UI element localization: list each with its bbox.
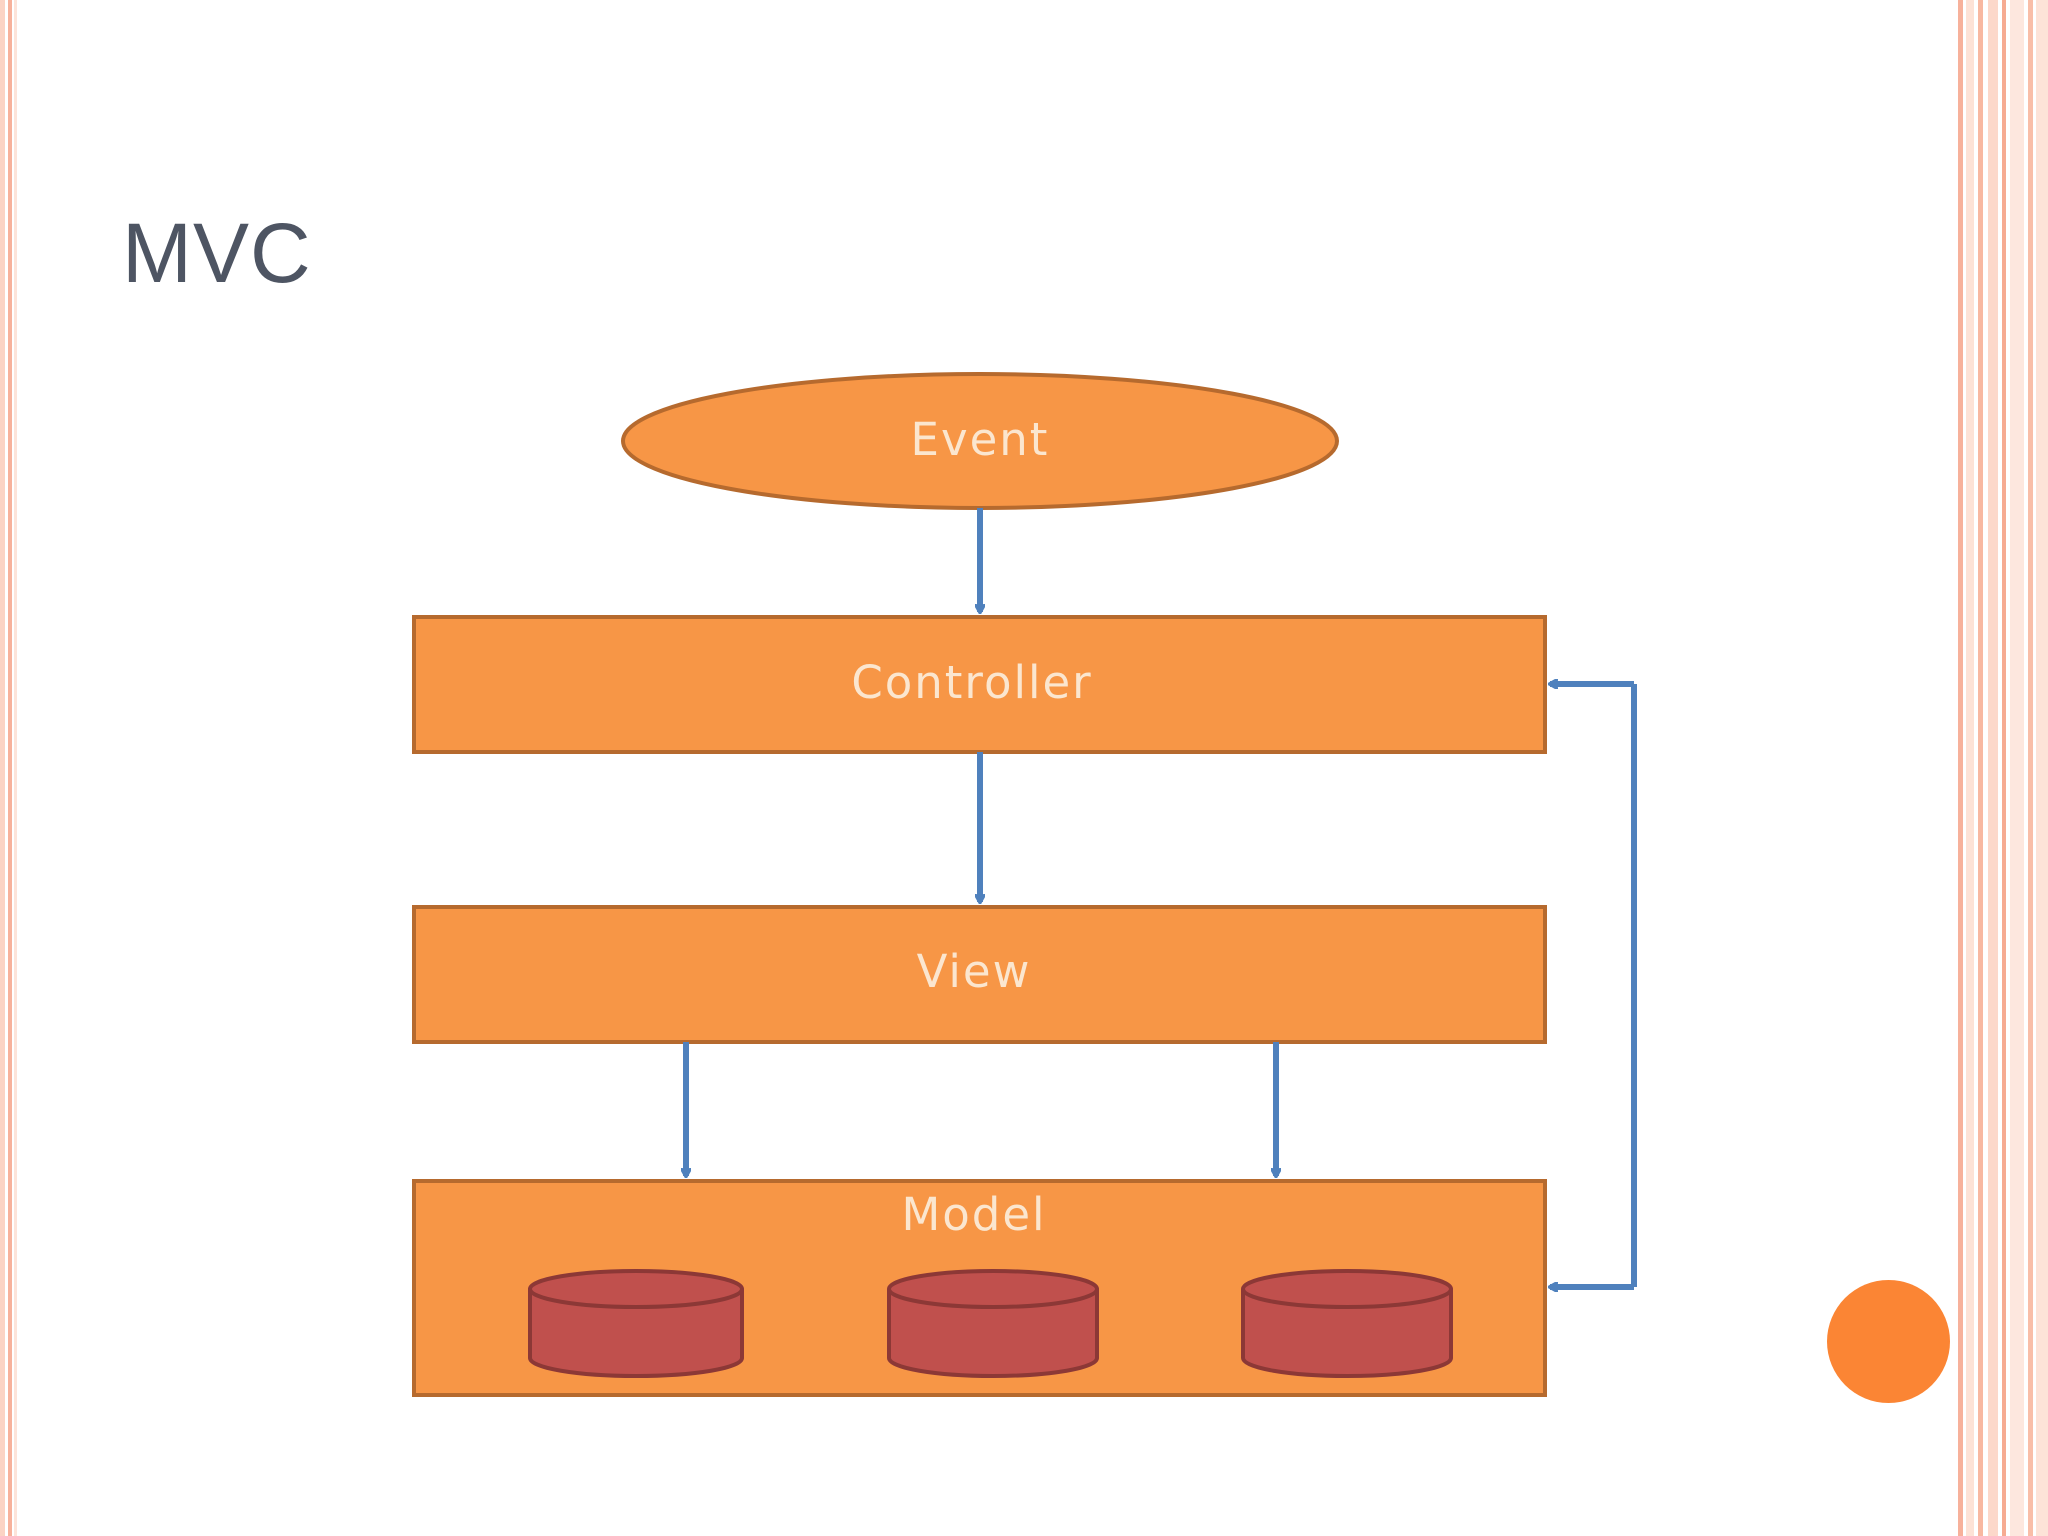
event-label: Event	[911, 413, 1050, 466]
database-icon	[887, 1269, 1099, 1378]
left-frame-border	[0, 0, 17, 1536]
controller-node: Controller	[412, 615, 1547, 754]
view-node: View	[412, 905, 1547, 1044]
slide-title: MVC	[122, 206, 312, 300]
controller-label: Controller	[851, 656, 1092, 709]
accent-dot	[1827, 1280, 1950, 1403]
model-label: Model	[901, 1188, 1046, 1241]
arrow-controller-model-loop	[1550, 684, 1637, 1287]
right-frame-border	[1958, 0, 2048, 1536]
view-label: View	[917, 945, 1032, 998]
database-icon	[528, 1269, 744, 1378]
database-icon	[1241, 1269, 1453, 1378]
event-node: Event	[621, 372, 1339, 510]
